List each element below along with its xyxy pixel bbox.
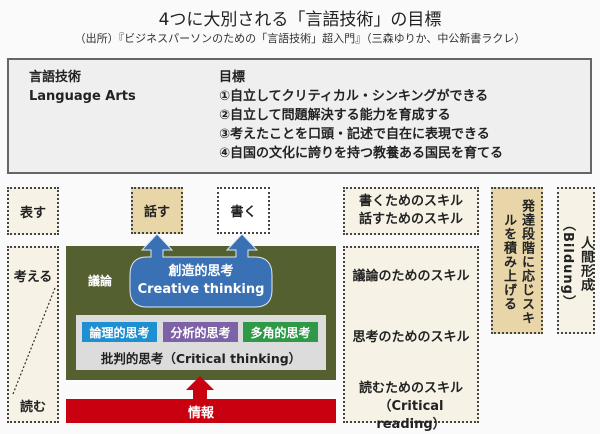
read-skill-jp: 読むためのスキル [358,381,463,396]
page-title: 4つに大別される「言語技術」の目標 [158,10,442,30]
debate-label: 議論 [88,274,113,288]
skills-box: 議論のためのスキル 思考のためのスキル 読むためのスキル （Critical r… [343,246,479,432]
creative-en: Creative thinking [137,282,265,297]
express-box: 表す [7,187,59,235]
think-skill: 思考のためのスキル [352,330,470,345]
diagonal-divider [12,287,56,395]
chip-analytical: 分析的思考 [163,322,238,342]
goal-item: ④自国の文化に誇りを持つ教養ある国民を育てる [219,146,504,161]
bildung-text: 人間形成（Bildung） [560,218,593,309]
bildung-box: 人間形成（Bildung） [557,187,595,334]
creative-jp: 創造的思考 [168,264,234,279]
read-label: 読む [19,400,46,415]
stages-text: 発達段階に応じスキルを積み上げる [501,199,534,325]
information-bar: 情報 [66,399,336,423]
developmental-stage-box: 発達段階に応じスキルを積み上げる [491,187,543,334]
creative-thinking-label: 創造的思考 Creative thinking [130,263,272,299]
write-skill: 書くためのスキル [358,194,463,209]
info-arrow [186,376,214,399]
source-citation: （出所）『ビジネスパーソンのための「言語技術」超入門』（三森ゆりか、中公新書ラク… [74,32,526,45]
label-jp: 言語技術 [29,70,82,85]
think-read-box: 考える 読む [7,246,59,423]
speak-box: 話す [131,187,183,234]
read-skill: 読むためのスキル （Critical reading） [345,380,477,434]
read-skill-en: （Critical reading） [376,399,446,432]
chip-logical: 論理的思考 [82,322,157,342]
goal-item: ③考えたことを口頭・記述で自在に表現できる [219,127,490,142]
think-label: 考える [13,270,53,285]
language-arts-label: 言語技術 Language Arts [29,68,136,106]
goal-item: ①自立してクリティカル・シンキングができる [219,89,489,104]
chip-multiperspective: 多角的思考 [243,322,318,342]
goals-list: 目標 ①自立してクリティカル・シンキングができる ②自立して問題解決する能力を育… [219,68,503,163]
goal-item: ②自立して問題解決する能力を育成する [219,108,451,123]
write-speak-skills: 書くためのスキル 話すためのスキル [343,187,479,235]
critical-thinking-label: 批判的思考（Critical thinking） [100,351,302,366]
goals-heading: 目標 [219,70,246,85]
label-en: Language Arts [29,89,136,104]
write-box: 書く [217,187,270,234]
goals-panel: 言語技術 Language Arts 目標 ①自立してクリティカル・シンキングが… [7,58,592,174]
debate-skill: 議論のためのスキル [352,269,470,284]
speak-skill: 話すためのスキル [358,212,463,227]
